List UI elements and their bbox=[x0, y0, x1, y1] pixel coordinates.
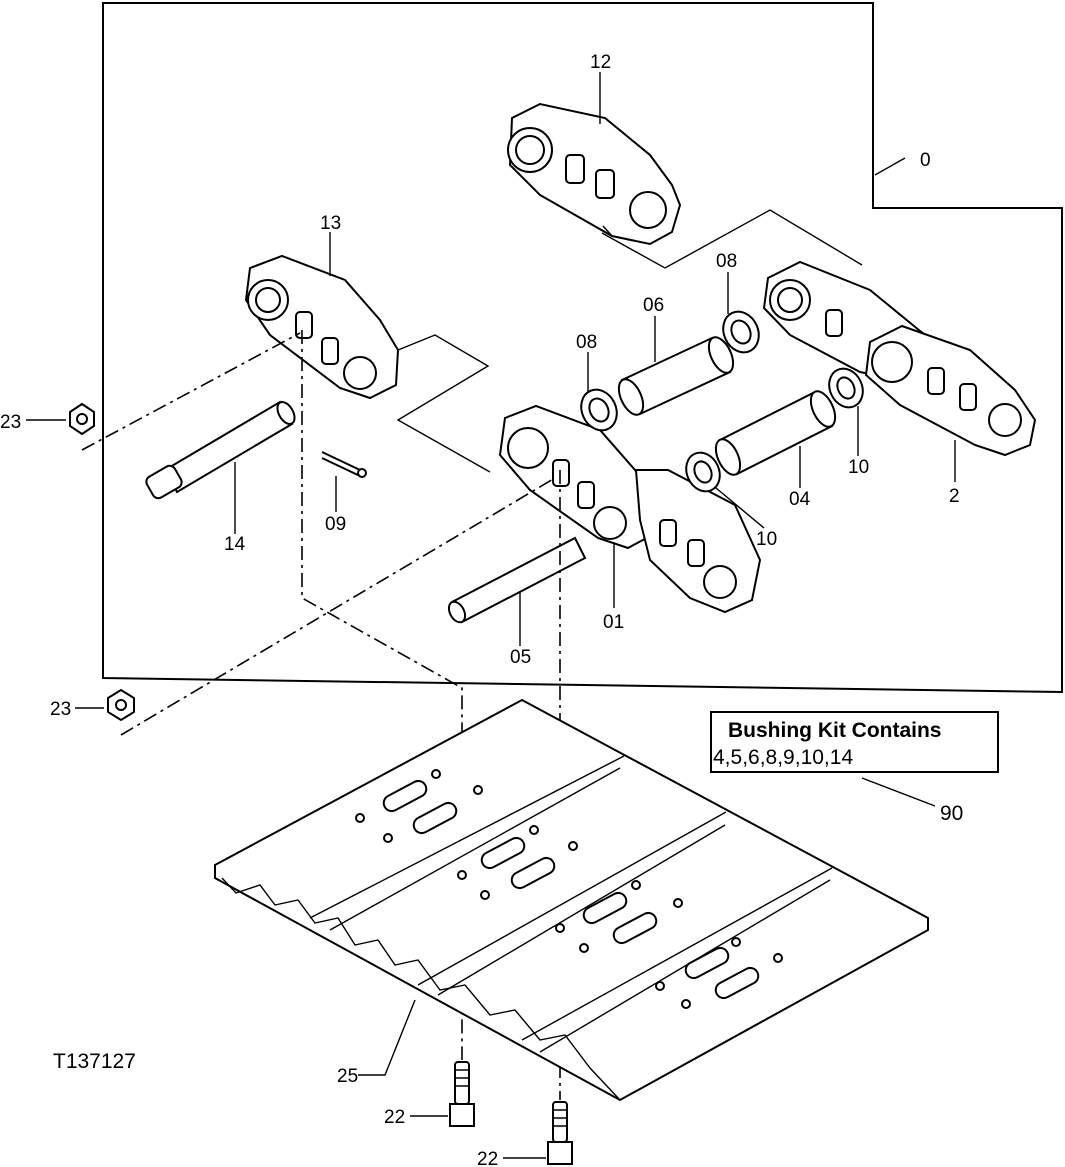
callout-09: 09 bbox=[325, 514, 346, 535]
track-link-2 bbox=[762, 260, 1037, 457]
bushing-kit-box: Bushing Kit Contains 4,5,6,8,9,10,14 bbox=[710, 711, 999, 773]
callout-08-right: 08 bbox=[716, 251, 737, 272]
centerline-nut-23-lower bbox=[120, 477, 556, 736]
bushing-kit-items: 4,5,6,8,9,10,14 bbox=[713, 746, 853, 769]
callout-06: 06 bbox=[643, 295, 664, 316]
callout-90: 90 bbox=[940, 802, 963, 825]
track-link-13 bbox=[244, 254, 400, 400]
callout-04: 04 bbox=[789, 489, 811, 510]
phantom-line-13-to-01 bbox=[396, 334, 491, 473]
master-pin-14 bbox=[145, 400, 296, 500]
figure-id: T137127 bbox=[53, 1050, 136, 1073]
callout-22-upper: 22 bbox=[384, 1107, 405, 1128]
bushing-06 bbox=[617, 336, 735, 416]
callout-0: 0 bbox=[920, 150, 931, 171]
callout-10-left: 10 bbox=[756, 529, 777, 550]
nut-23-lower bbox=[107, 688, 135, 722]
callout-22-lower: 22 bbox=[477, 1149, 498, 1167]
callout-23-lower: 23 bbox=[50, 699, 71, 720]
shoe-slots bbox=[382, 779, 760, 1000]
leader-lines bbox=[26, 72, 956, 1159]
seal-08-left bbox=[580, 388, 618, 432]
callout-14: 14 bbox=[224, 534, 246, 555]
track-shoe-25 bbox=[214, 698, 929, 1102]
callout-10-right: 10 bbox=[848, 457, 869, 478]
callout-13: 13 bbox=[320, 213, 341, 234]
pin-05 bbox=[447, 536, 587, 624]
centerline-bolt-left bbox=[301, 330, 463, 1060]
seal-10-right bbox=[828, 367, 864, 409]
phantom-line-12-to-2 bbox=[601, 209, 863, 269]
callout-05: 05 bbox=[510, 647, 531, 668]
nut-23-upper bbox=[69, 402, 95, 436]
callout-25: 25 bbox=[337, 1066, 358, 1087]
track-link-12 bbox=[507, 102, 682, 246]
seal-08-right bbox=[722, 310, 760, 354]
callout-12: 12 bbox=[590, 52, 611, 73]
seal-10-left bbox=[685, 451, 721, 493]
assembly-boundary bbox=[102, 2, 1063, 694]
bolt-22-right bbox=[547, 1101, 573, 1165]
callout-08-left: 08 bbox=[576, 332, 597, 353]
bushing-kit-title: Bushing Kit Contains bbox=[728, 719, 942, 742]
cotter-pin-09 bbox=[321, 451, 367, 478]
shoe-bolt-holes bbox=[355, 769, 783, 1009]
callout-23-upper: 23 bbox=[0, 412, 21, 433]
bolt-22-left bbox=[449, 1061, 475, 1127]
bushing-04 bbox=[714, 390, 837, 476]
callout-01: 01 bbox=[603, 612, 624, 633]
callout-2: 2 bbox=[949, 486, 960, 507]
track-link-01 bbox=[498, 404, 762, 614]
